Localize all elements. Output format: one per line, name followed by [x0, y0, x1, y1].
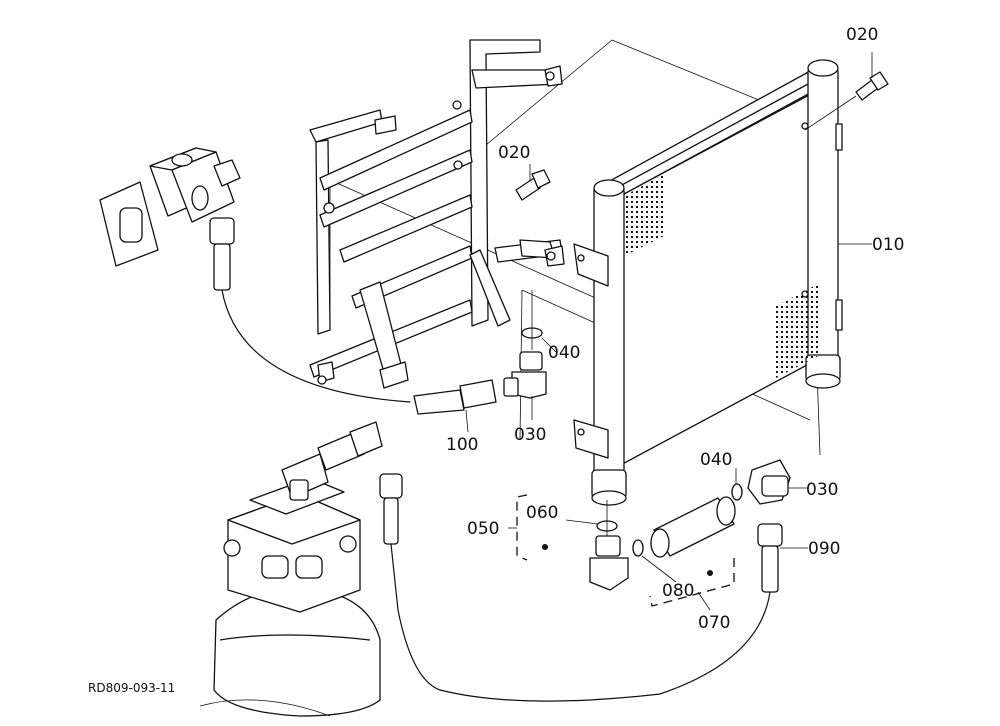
valve-block [99, 147, 241, 267]
callout-080: 080 [662, 581, 694, 601]
fitting-020-mid [515, 169, 551, 201]
callout-020-mid: 020 [498, 143, 530, 163]
callout-030-mid: 030 [514, 425, 546, 445]
callout-010: 010 [872, 235, 904, 255]
receiver-drier-070 [650, 496, 736, 576]
assembly-bracket-050 [516, 494, 528, 561]
elbow-030-right [747, 459, 791, 505]
assembly-bracket-070 [649, 558, 735, 607]
callout-040-mid: 040 [548, 343, 580, 363]
o-ring-040-right [731, 483, 743, 501]
o-ring-040-mid [521, 290, 543, 350]
compressor-unit [199, 421, 383, 717]
callout-050: 050 [467, 519, 499, 539]
callout-020-top: 020 [846, 25, 878, 45]
leader-lines [465, 52, 873, 611]
callout-060: 060 [526, 503, 558, 523]
hose-lower [379, 473, 441, 691]
figure-id: RD809-093-11 [88, 681, 175, 695]
core-fin-mesh-lower [776, 284, 818, 378]
callout-labels: 010 020 020 040 030 100 040 030 060 050 … [88, 25, 904, 695]
hose-100 [209, 217, 497, 415]
callout-040-right: 040 [700, 450, 732, 470]
callout-090: 090 [808, 539, 840, 559]
o-ring-080 [632, 539, 644, 557]
callout-030-right: 030 [806, 480, 838, 500]
fitting-020-top [804, 71, 889, 131]
mounting-bracket-frame [309, 39, 565, 389]
adapter-block-050 [542, 535, 629, 591]
condenser-core [573, 59, 843, 506]
core-fin-mesh-upper [624, 174, 664, 256]
elbow-030-mid [503, 351, 547, 399]
callout-070: 070 [698, 613, 730, 633]
hose-090 [439, 523, 783, 702]
o-ring-060 [596, 500, 618, 540]
callout-100: 100 [446, 435, 478, 455]
